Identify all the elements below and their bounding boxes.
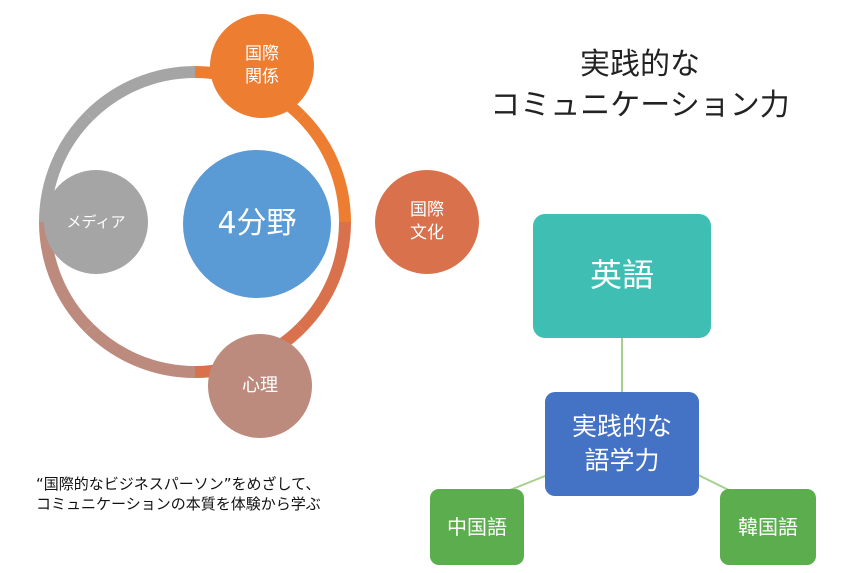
node-international-culture: 国際 文化 xyxy=(375,170,479,274)
node-international-relations: 国際 関係 xyxy=(210,14,314,118)
caption-line1: “国際的なビジネスパーソン”をめざして、 xyxy=(36,475,321,493)
box-english: 英語 xyxy=(533,214,711,338)
ring-arc-bottom-left xyxy=(84,323,196,378)
ring-arc-relations-to-culture xyxy=(296,111,351,223)
box-korean-label: 韓国語 xyxy=(738,514,798,539)
node-international-relations-line2: 関係 xyxy=(245,67,279,87)
node-media-label: メディア xyxy=(66,212,126,231)
caption-text: “国際的なビジネスパーソン”をめざして、 コミュニケーションの本質を体験から学ぶ xyxy=(36,474,436,515)
node-international-culture-line2: 文化 xyxy=(410,223,444,243)
node-media: メディア xyxy=(44,170,148,274)
node-psychology: 心理 xyxy=(208,334,312,438)
center-node-four-fields: 4分野 xyxy=(183,150,331,298)
box-chinese-label: 中国語 xyxy=(447,514,507,539)
ring-arc-culture-to-psychology xyxy=(296,221,351,333)
node-international-relations-line1: 国際 xyxy=(245,44,279,65)
box-chinese: 中国語 xyxy=(430,489,524,565)
heading-line2: コミュニケーション力 xyxy=(490,87,790,123)
box-practical-language: 実践的な 語学力 xyxy=(545,392,699,496)
box-practical-language-line2: 語学力 xyxy=(584,446,660,475)
box-korean: 韓国語 xyxy=(720,489,816,565)
heading-practical-communication: 実践的な コミュニケーション力 xyxy=(470,45,810,126)
ring-arc-top-left xyxy=(84,66,196,121)
node-psychology-label: 心理 xyxy=(242,374,278,396)
box-practical-language-line1: 実践的な xyxy=(571,412,672,442)
center-node-label: 4分野 xyxy=(217,205,297,241)
box-english-label: 英語 xyxy=(589,256,654,295)
caption-line2: コミュニケーションの本質を体験から学ぶ xyxy=(36,495,321,514)
heading-line1: 実践的な xyxy=(580,47,700,82)
node-international-culture-line1: 国際 xyxy=(410,200,444,221)
